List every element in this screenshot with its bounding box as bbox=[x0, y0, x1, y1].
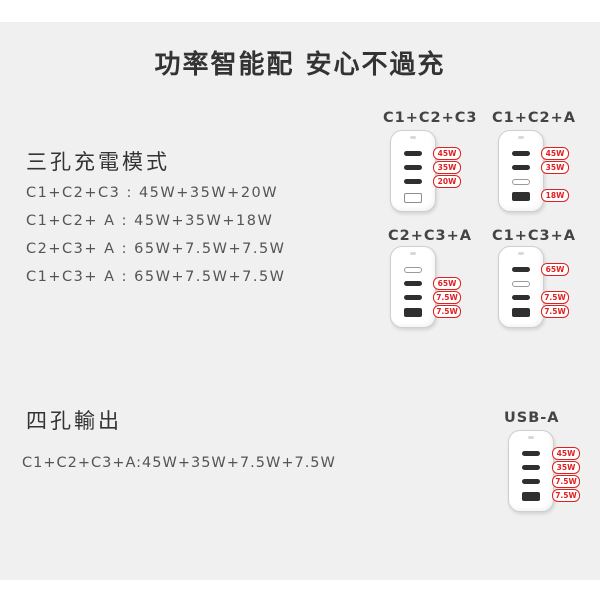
usb-a-port-icon bbox=[404, 308, 422, 317]
power-badge: 35W bbox=[541, 161, 569, 174]
three-port-line-4: C1+C3+ A : 65W+7.5W+7.5W bbox=[26, 269, 286, 285]
power-badge: 20W bbox=[433, 175, 461, 188]
usb-a-port-icon bbox=[512, 308, 530, 317]
usb-c-port-icon bbox=[522, 465, 540, 470]
usb-c-port-icon bbox=[404, 165, 422, 170]
power-badge: 35W bbox=[552, 461, 580, 474]
charger-5-label: USB-A bbox=[504, 410, 560, 426]
usb-c-port-icon bbox=[512, 295, 530, 300]
page-title: 功率智能配 安心不過充 bbox=[154, 50, 446, 80]
power-badge: 7.5W bbox=[433, 291, 461, 304]
usb-c-port-icon bbox=[512, 165, 530, 170]
power-badge: 7.5W bbox=[552, 489, 580, 502]
charger-led-icon bbox=[410, 136, 416, 139]
power-badge: 45W bbox=[552, 447, 580, 460]
charger-led-icon bbox=[410, 252, 416, 255]
usb-c-port-icon bbox=[404, 281, 422, 286]
usb-a-port-icon bbox=[404, 193, 422, 203]
charger-led-icon bbox=[528, 436, 534, 439]
power-badge: 65W bbox=[433, 277, 461, 290]
power-badge: 45W bbox=[433, 147, 461, 160]
charger-1-illustration bbox=[390, 130, 436, 212]
charger-2-illustration bbox=[498, 130, 544, 212]
usb-c-port-icon bbox=[404, 267, 422, 273]
usb-a-port-icon bbox=[512, 192, 530, 201]
three-port-line-3: C2+C3+ A : 65W+7.5W+7.5W bbox=[26, 241, 286, 257]
usb-c-port-icon bbox=[522, 451, 540, 456]
power-badge: 45W bbox=[541, 147, 569, 160]
three-port-heading: 三孔充電模式 bbox=[26, 150, 170, 174]
charger-4-label: C1+C3+A bbox=[492, 228, 576, 244]
usb-c-port-icon bbox=[404, 151, 422, 156]
charger-led-icon bbox=[518, 136, 524, 139]
usb-c-port-icon bbox=[522, 479, 540, 484]
power-badge: 7.5W bbox=[541, 305, 569, 318]
charger-2-label: C1+C2+A bbox=[492, 110, 576, 126]
usb-c-port-icon bbox=[512, 179, 530, 185]
power-badge: 7.5W bbox=[552, 475, 580, 488]
usb-c-port-icon bbox=[512, 151, 530, 156]
three-port-line-2: C1+C2+ A : 45W+35W+18W bbox=[26, 213, 274, 229]
power-badge: 65W bbox=[541, 263, 569, 276]
power-badge: 35W bbox=[433, 161, 461, 174]
charger-3-illustration bbox=[390, 246, 436, 328]
charger-4-illustration bbox=[498, 246, 544, 328]
four-port-line: C1+C2+C3+A:45W+35W+7.5W+7.5W bbox=[22, 455, 336, 471]
charger-1-label: C1+C2+C3 bbox=[383, 110, 478, 126]
usb-c-port-icon bbox=[404, 295, 422, 300]
power-badge: 7.5W bbox=[541, 291, 569, 304]
power-badge: 18W bbox=[541, 189, 569, 202]
usb-a-port-icon bbox=[522, 492, 540, 501]
usb-c-port-icon bbox=[512, 281, 530, 287]
four-port-heading: 四孔輸出 bbox=[26, 409, 122, 433]
charger-led-icon bbox=[518, 252, 524, 255]
charger-5-illustration bbox=[508, 430, 554, 512]
usb-c-port-icon bbox=[512, 267, 530, 272]
charger-3-label: C2+C3+A bbox=[388, 228, 472, 244]
usb-c-port-icon bbox=[404, 179, 422, 184]
power-badge: 7.5W bbox=[433, 305, 461, 318]
three-port-line-1: C1+C2+C3 : 45W+35W+20W bbox=[26, 185, 279, 201]
